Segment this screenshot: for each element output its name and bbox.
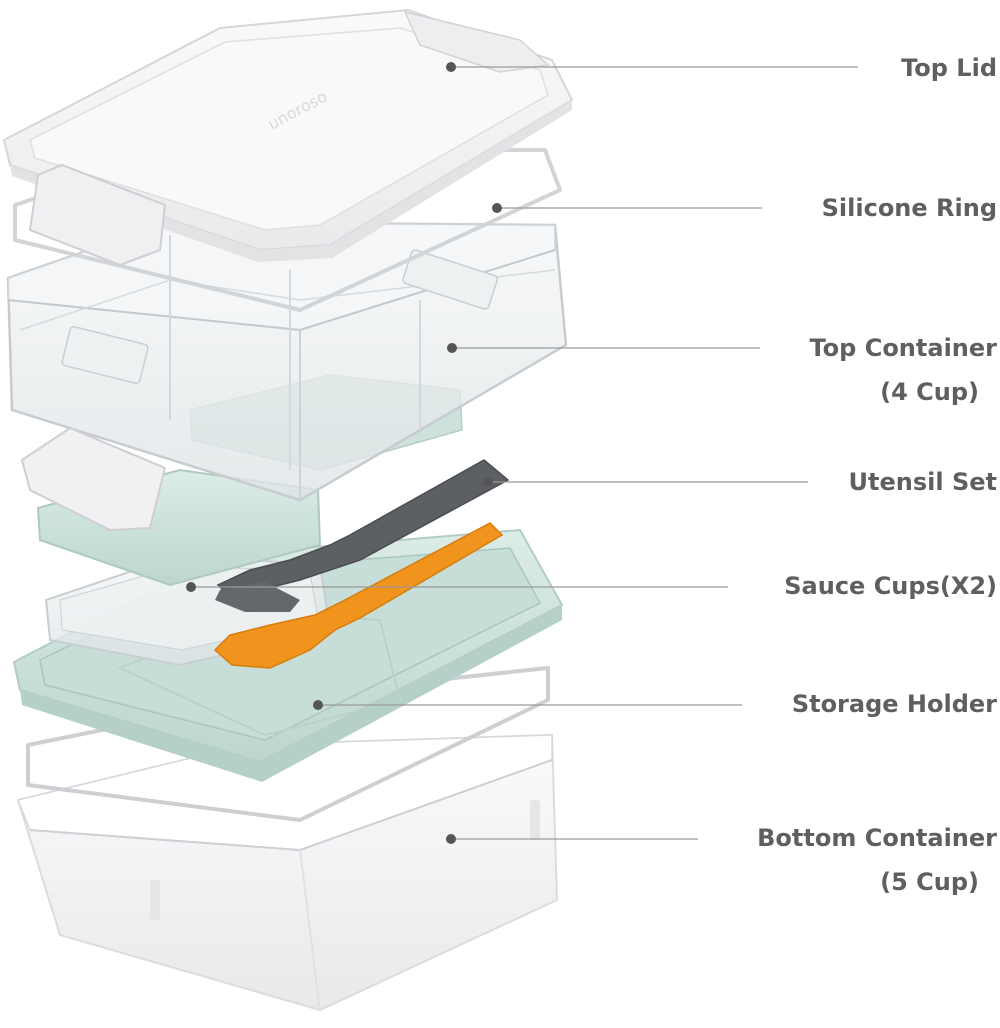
label-top-container: Top Container (4 Cup) — [810, 326, 998, 414]
label-bottom-container-line-2: (5 Cup) — [880, 868, 979, 896]
top-lid-shape — [2, 8, 574, 267]
leader-dot-sauce-cups — [186, 582, 196, 592]
label-sauce-cups-line-1: Sauce Cups(X2) — [784, 572, 997, 600]
leader-dot-top-lid — [446, 62, 456, 72]
label-top-lid: Top Lid — [901, 46, 997, 90]
label-bottom-container-line-1: Bottom Container — [757, 824, 997, 852]
label-silicone-ring: Silicone Ring — [822, 186, 997, 230]
label-storage-holder-line-1: Storage Holder — [791, 690, 997, 718]
utensil-set-shape — [213, 459, 510, 669]
leader-dot-utensil-set — [483, 477, 493, 487]
label-top-lid-line-1: Top Lid — [901, 54, 997, 82]
label-bottom-container: Bottom Container (5 Cup) — [757, 816, 997, 904]
leader-dot-storage-holder — [313, 700, 323, 710]
leader-dot-bottom-container — [446, 834, 456, 844]
label-utensil-set: Utensil Set — [849, 460, 997, 504]
leader-dot-top-container — [447, 343, 457, 353]
bottom-container-shape — [16, 733, 559, 1012]
front-clip-shape — [20, 426, 167, 532]
label-silicone-ring-line-1: Silicone Ring — [821, 194, 997, 222]
label-top-container-line-2: (4 Cup) — [880, 378, 979, 406]
top-container-shape — [6, 220, 568, 502]
label-utensil-set-line-1: Utensil Set — [848, 468, 997, 496]
leader-dot-silicone-ring — [492, 203, 502, 213]
label-storage-holder: Storage Holder — [792, 682, 997, 726]
label-sauce-cups: Sauce Cups(X2) — [784, 564, 997, 608]
label-top-container-line-1: Top Container — [809, 334, 998, 362]
